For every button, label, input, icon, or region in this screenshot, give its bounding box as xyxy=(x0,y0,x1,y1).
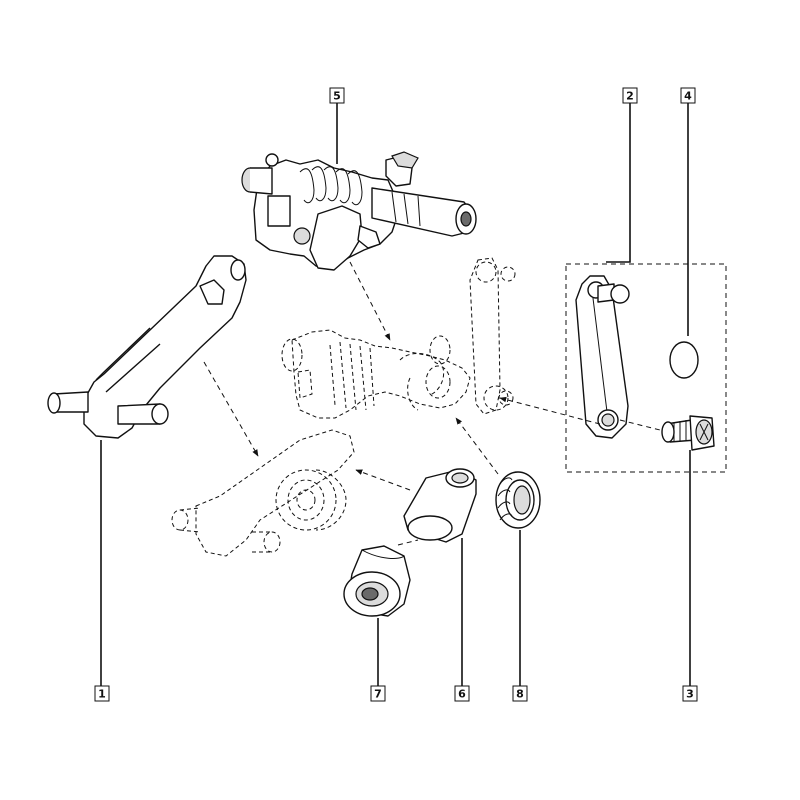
callout-label-5: 5 xyxy=(333,90,341,103)
callout-2: 2 xyxy=(622,87,638,104)
part-6-sleeve xyxy=(403,468,477,543)
callout-8: 8 xyxy=(512,685,528,702)
callout-1: 1 xyxy=(94,685,110,702)
callout-3: 3 xyxy=(682,685,698,702)
callout-7: 7 xyxy=(370,685,386,702)
ghost-assembly xyxy=(171,257,516,557)
part-1-lever xyxy=(47,255,247,439)
part-8-ring xyxy=(495,471,541,529)
callout-label-7: 7 xyxy=(374,688,382,701)
part-4-washer xyxy=(669,341,699,379)
leader-lines xyxy=(100,103,691,686)
part-2-link-arm xyxy=(575,275,630,439)
callout-label-3: 3 xyxy=(686,688,694,701)
callout-4: 4 xyxy=(680,87,696,104)
callout-label-2: 2 xyxy=(626,90,634,103)
callout-5: 5 xyxy=(329,87,345,104)
callout-6: 6 xyxy=(454,685,470,702)
assembly-arrows xyxy=(203,261,661,546)
callout-label-1: 1 xyxy=(98,688,106,701)
part-5-shift-housing xyxy=(241,151,477,271)
callout-label-4: 4 xyxy=(684,90,692,103)
part-7-grommet xyxy=(343,545,411,617)
part-3-bolt xyxy=(661,415,715,451)
part-group-frame xyxy=(565,263,727,473)
callout-label-6: 6 xyxy=(458,688,466,701)
callout-label-8: 8 xyxy=(516,688,524,701)
